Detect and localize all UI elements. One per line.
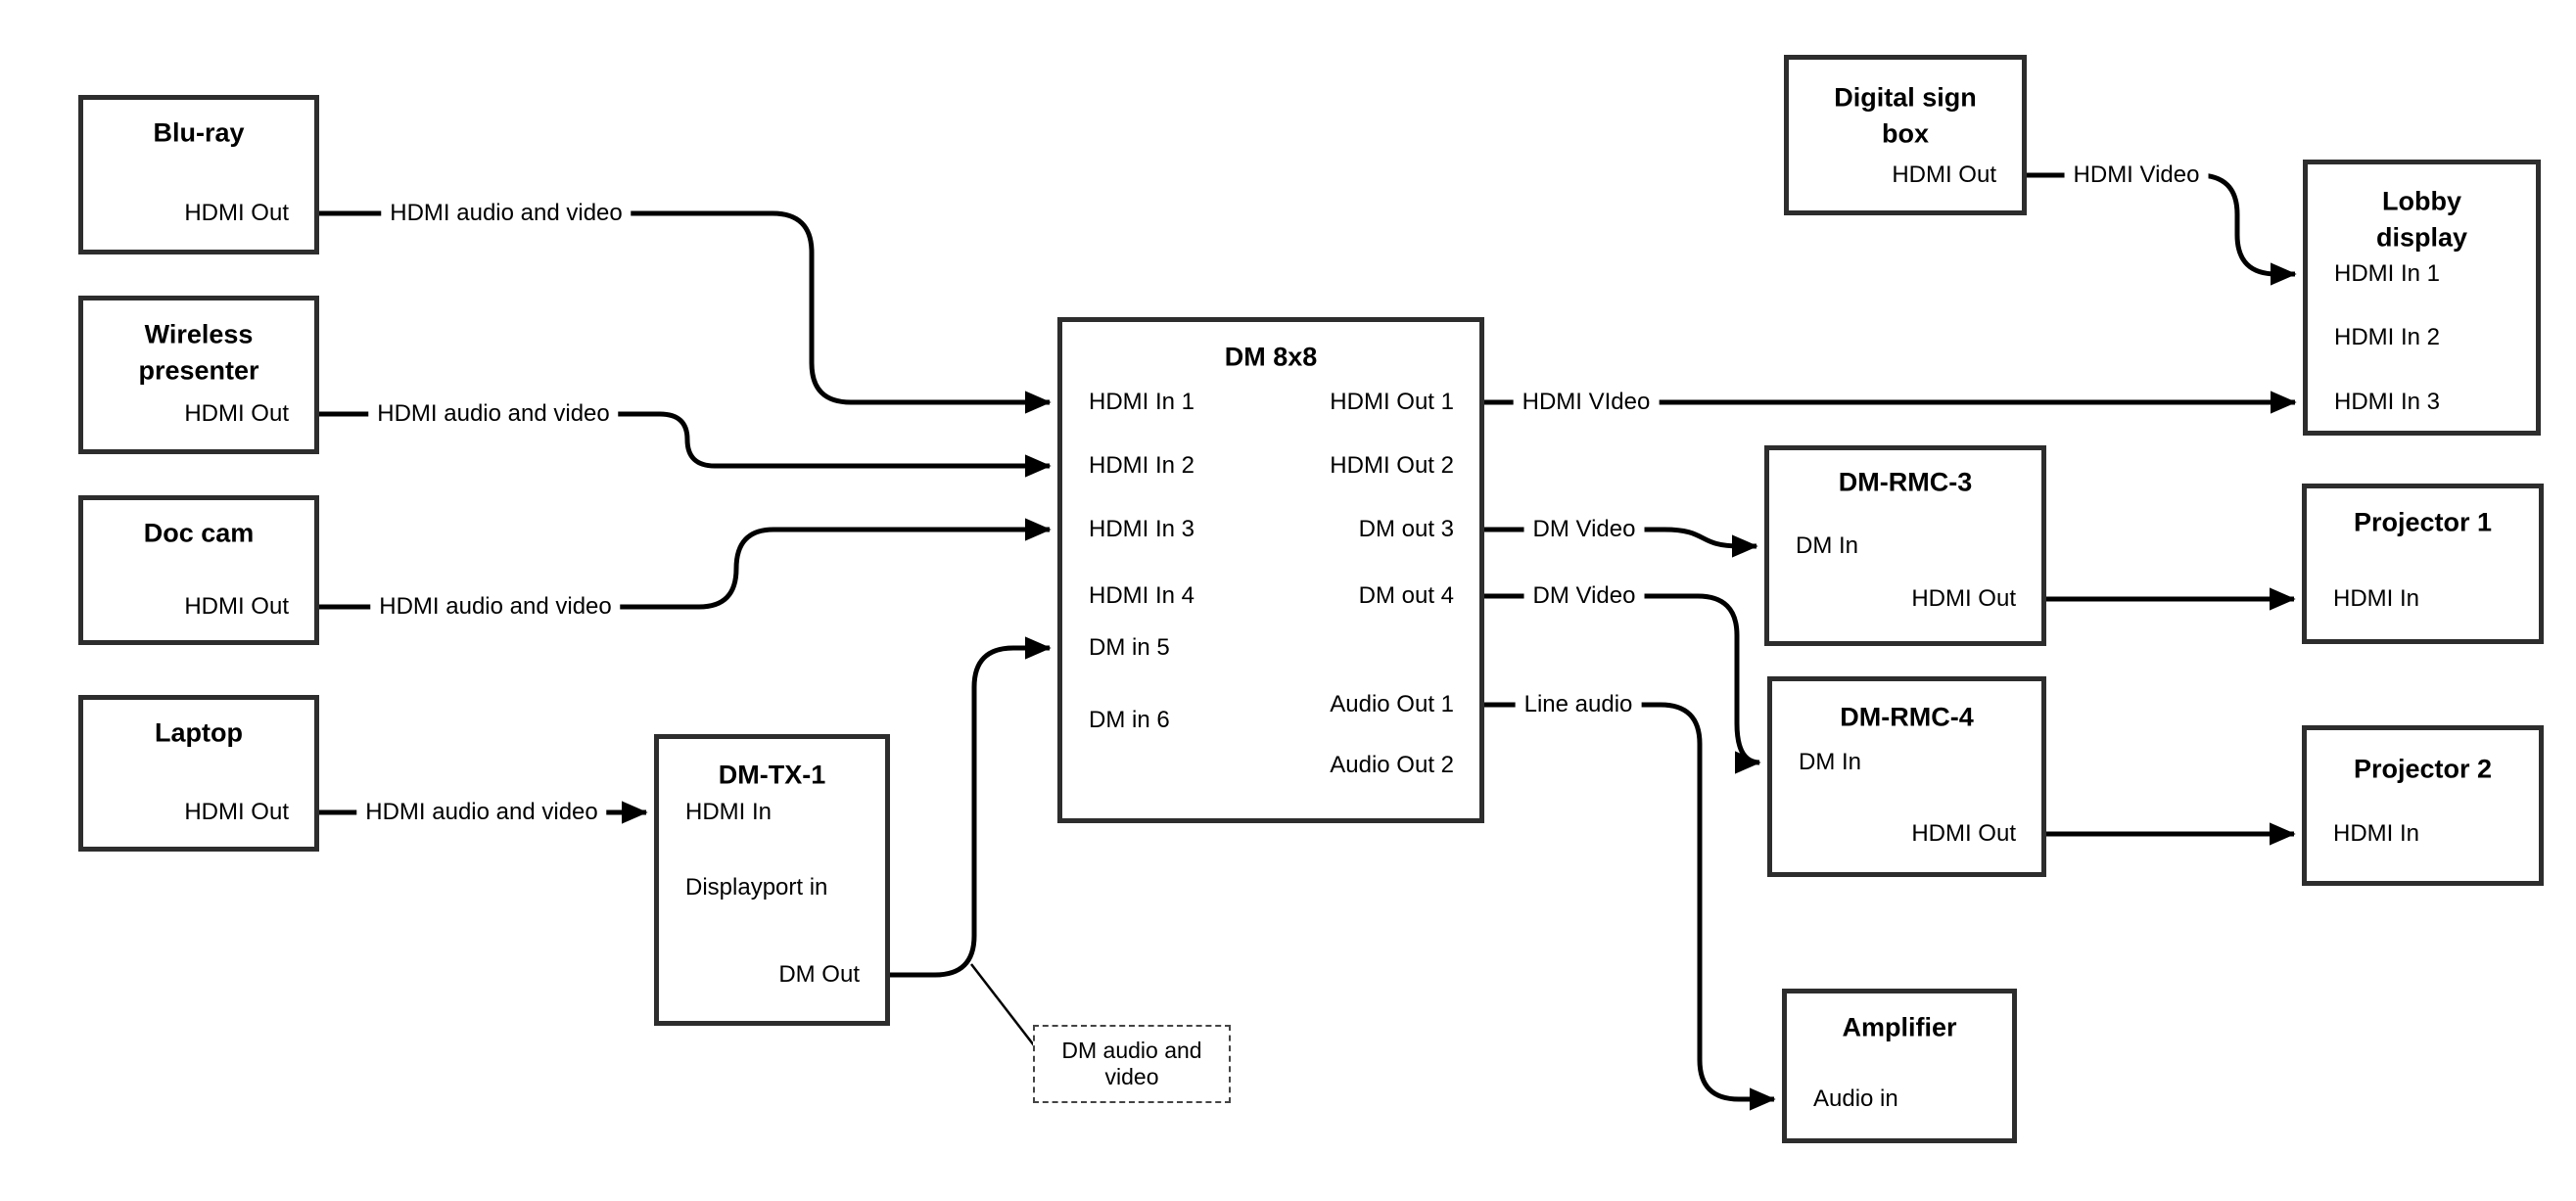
port-label-dm-8x8: HDMI Out 2	[1330, 452, 1454, 479]
port-label-dm-8x8: DM in 5	[1089, 634, 1170, 661]
annotation-text-line: video	[1104, 1064, 1159, 1089]
port-label-dm-rmc-4: HDMI Out	[1911, 820, 2016, 847]
box-title: display	[2375, 222, 2468, 253]
port-label-dm-rmc-3: HDMI Out	[1911, 585, 2016, 612]
box-title: Blu-ray	[153, 117, 245, 148]
port-label-lobby-display: HDMI In 3	[2334, 389, 2441, 415]
box-title: Amplifier	[1842, 1012, 1957, 1042]
port-label-dm-8x8: DM out 4	[1358, 582, 1454, 609]
box-title: Projector 2	[2353, 754, 2493, 784]
port-label-dm-tx-1: HDMI In	[685, 799, 773, 825]
edge-label: HDMI audio and video	[381, 200, 632, 227]
box-title: box	[1881, 118, 1929, 149]
port-label-dm-8x8: HDMI In 4	[1089, 582, 1195, 609]
port-label-laptop: HDMI Out	[184, 799, 289, 825]
port-label-dm-8x8: DM out 3	[1358, 516, 1454, 542]
box-title: DM 8x8	[1224, 342, 1318, 372]
port-label-lobby-display: HDMI In 2	[2334, 324, 2441, 350]
port-label-dm-tx-1: DM Out	[778, 961, 860, 988]
port-label-lobby-display: HDMI In 1	[2334, 260, 2441, 287]
edge-label: DM Video	[1523, 516, 1645, 543]
connector-line	[319, 411, 1052, 478]
annotation-leader-line	[970, 963, 1035, 1046]
box-projector-1: Projector 1 HDMI In	[2302, 484, 2544, 644]
port-label-dm-8x8: HDMI In 2	[1089, 452, 1195, 479]
port-label-projector-1: HDMI In	[2333, 585, 2420, 612]
box-title: DM-TX-1	[718, 760, 826, 790]
box-title: Lobby	[2382, 186, 2461, 216]
port-label-dm-8x8: HDMI In 3	[1089, 516, 1195, 542]
port-label-digital-sign-box: HDMI Out	[1892, 162, 1996, 188]
edge-label: Line audio	[1515, 691, 1642, 718]
edge-label: HDMI audio and video	[368, 400, 619, 428]
annotation-text-line: DM audio and	[1061, 1038, 1202, 1063]
port-label-blu-ray: HDMI Out	[184, 200, 289, 226]
port-label-doc-cam: HDMI Out	[184, 593, 289, 620]
connector-line	[1484, 527, 1758, 558]
connector-line	[2027, 172, 2297, 286]
box-dm-rmc-3: DM-RMC-3 DM In HDMI Out	[1764, 445, 2046, 646]
box-title: Doc cam	[143, 518, 255, 548]
port-label-dm-rmc-4: DM In	[1799, 749, 1862, 775]
box-title: presenter	[138, 355, 259, 386]
edge-label: HDMI Video	[2064, 162, 2209, 189]
port-label-projector-2: HDMI In	[2333, 820, 2420, 847]
edge-label: DM Video	[1523, 582, 1645, 610]
port-label-wireless-presenter: HDMI Out	[184, 400, 289, 427]
box-dm-rmc-4: DM-RMC-4 DM In HDMI Out	[1767, 676, 2046, 877]
connector-line	[319, 210, 1052, 414]
port-label-dm-8x8: HDMI Out 1	[1330, 389, 1454, 415]
box-title: Digital sign	[1834, 82, 1977, 113]
connector-line	[319, 518, 1052, 610]
box-projector-2: Projector 2 HDMI In	[2302, 725, 2544, 886]
port-label-dm-rmc-3: DM In	[1796, 532, 1859, 559]
edge-label: HDMI audio and video	[356, 799, 607, 826]
box-title: DM-RMC-4	[1840, 702, 1974, 732]
box-title: Wireless	[144, 319, 254, 349]
port-label-dm-8x8: DM in 6	[1089, 707, 1170, 733]
connector-line	[1484, 593, 1761, 774]
connector-line	[890, 636, 1052, 978]
box-title: Projector 1	[2353, 507, 2493, 537]
port-label-dm-8x8: Audio Out 1	[1330, 691, 1454, 717]
box-title: Laptop	[155, 717, 243, 748]
port-label-dm-8x8: Audio Out 2	[1330, 752, 1454, 778]
port-label-dm-8x8: HDMI In 1	[1089, 389, 1195, 415]
edge-label: HDMI VIdeo	[1513, 389, 1660, 416]
box-title: DM-RMC-3	[1838, 467, 1973, 497]
edge-label: HDMI audio and video	[370, 593, 621, 621]
connector-line	[1484, 702, 1776, 1111]
port-label-dm-tx-1: Displayport in	[685, 874, 828, 901]
port-label-amplifier: Audio in	[1813, 1086, 1898, 1112]
